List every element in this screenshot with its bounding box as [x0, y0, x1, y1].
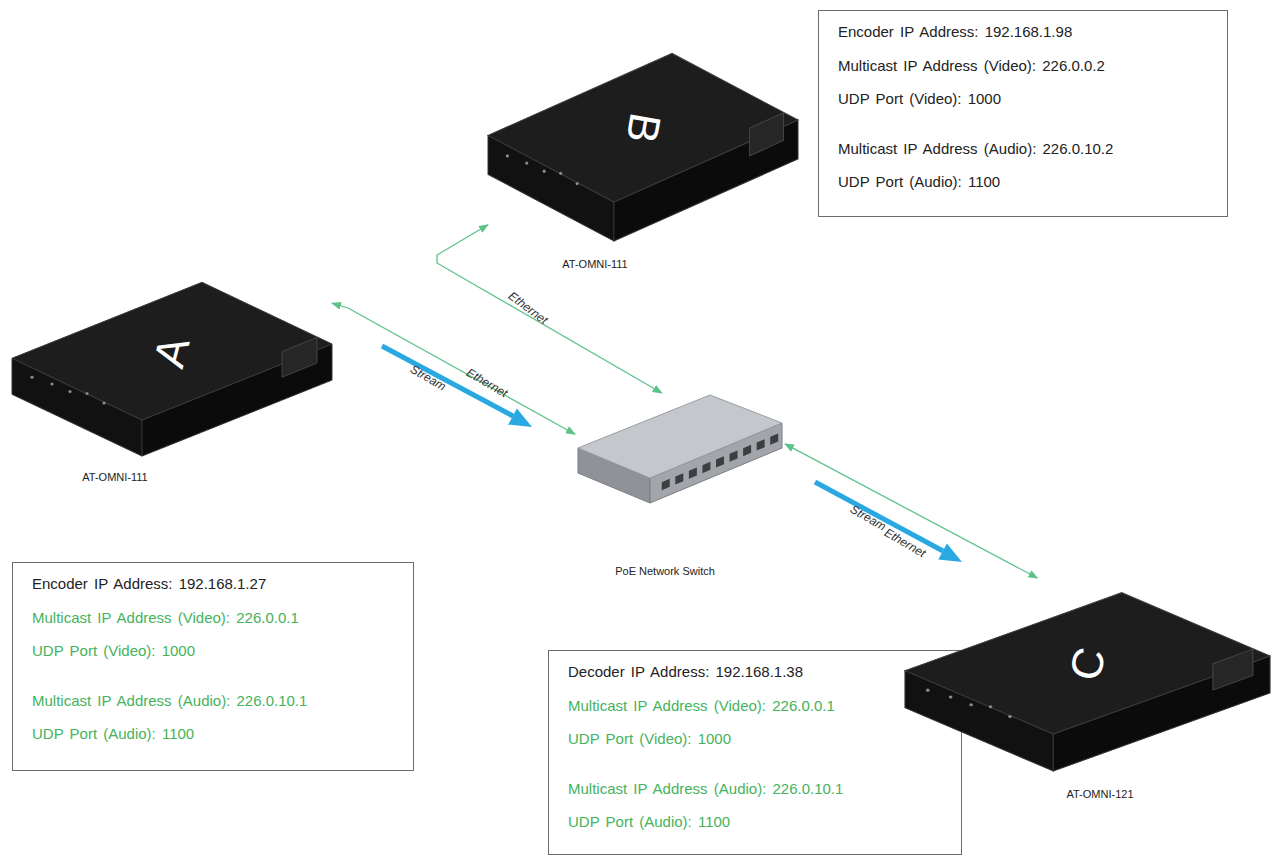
av-device: CAT-OMNI-121	[905, 578, 1270, 773]
link-label: Ethernet	[882, 525, 928, 560]
status-led	[543, 170, 546, 173]
setting-line: Multicast IP Address (Audio): 226.0.10.2	[838, 140, 1113, 158]
stream-arrow-head	[508, 409, 532, 427]
switch-top	[578, 395, 782, 478]
setting-line: UDP Port (Audio): 1100	[568, 813, 730, 831]
settings-box: Decoder IP Address: 192.168.1.38Multicas…	[548, 650, 962, 855]
switch-name: PoE Network Switch	[615, 565, 715, 578]
network-switch: PoE Network Switch	[575, 393, 785, 523]
stream-arrow-shaft	[382, 346, 513, 416]
setting-line: UDP Port (Video): 1000	[32, 642, 195, 660]
device-model: AT-OMNI-111	[562, 258, 627, 271]
setting-line: UDP Port (Audio): 1100	[838, 173, 1000, 191]
status-led	[949, 695, 953, 698]
setting-line: UDP Port (Video): 1000	[838, 90, 1001, 108]
device-top	[488, 53, 798, 202]
status-led	[68, 390, 71, 393]
setting-line: Multicast IP Address (Video): 226.0.0.2	[838, 57, 1105, 75]
setting-line: UDP Port (Video): 1000	[568, 730, 731, 748]
device-port	[282, 337, 317, 377]
device-top	[12, 282, 332, 420]
status-led	[85, 392, 88, 395]
device-port	[750, 113, 784, 156]
setting-line: Encoder IP Address: 192.168.1.27	[32, 575, 266, 593]
device-model: AT-OMNI-121	[1066, 788, 1133, 801]
status-led	[50, 382, 53, 385]
switch-port	[743, 445, 751, 456]
device-model: AT-OMNI-111	[82, 471, 147, 484]
setting-line: UDP Port (Audio): 1100	[32, 725, 194, 743]
device-port	[1213, 649, 1253, 690]
switch-port	[662, 479, 670, 490]
status-led	[969, 703, 973, 706]
settings-box: Encoder IP Address: 192.168.1.98Multicas…	[818, 10, 1228, 217]
setting-line: Encoder IP Address: 192.168.1.98	[838, 23, 1072, 41]
stream-label: Stream	[408, 362, 449, 394]
ethernet-link	[785, 444, 1037, 578]
setting-line: Decoder IP Address: 192.168.1.38	[568, 663, 803, 681]
switch-port	[757, 439, 765, 450]
switch-port	[689, 468, 697, 479]
switch-port	[730, 451, 738, 462]
link-label: Ethernet	[506, 289, 551, 328]
status-led	[926, 689, 930, 692]
device-top	[905, 593, 1270, 734]
switch-port	[675, 473, 683, 484]
stream-arrow-shaft	[815, 482, 943, 551]
status-led	[102, 401, 105, 404]
status-led	[576, 182, 579, 185]
status-led	[525, 161, 528, 164]
status-led	[506, 154, 509, 157]
stream-arrow-head	[938, 544, 962, 562]
settings-box: Encoder IP Address: 192.168.1.27Multicas…	[12, 562, 414, 771]
setting-line: Multicast IP Address (Video): 226.0.0.1	[568, 697, 835, 715]
stream-label: Stream	[848, 502, 889, 534]
switch-illustration	[575, 393, 785, 523]
status-led	[1008, 715, 1012, 718]
status-led	[559, 172, 562, 175]
status-led	[989, 705, 993, 708]
switch-port	[770, 434, 778, 445]
av-device: AAT-OMNI-111	[12, 268, 332, 458]
switch-port	[702, 462, 710, 473]
setting-line: Multicast IP Address (Audio): 226.0.10.1	[32, 692, 307, 710]
switch-port	[716, 456, 724, 467]
link-label: Ethernet	[464, 365, 510, 400]
setting-line: Multicast IP Address (Video): 226.0.0.1	[32, 609, 299, 627]
av-device: BAT-OMNI-111	[488, 38, 798, 243]
setting-line: Multicast IP Address (Audio): 226.0.10.1	[568, 780, 843, 798]
status-led	[30, 376, 33, 379]
